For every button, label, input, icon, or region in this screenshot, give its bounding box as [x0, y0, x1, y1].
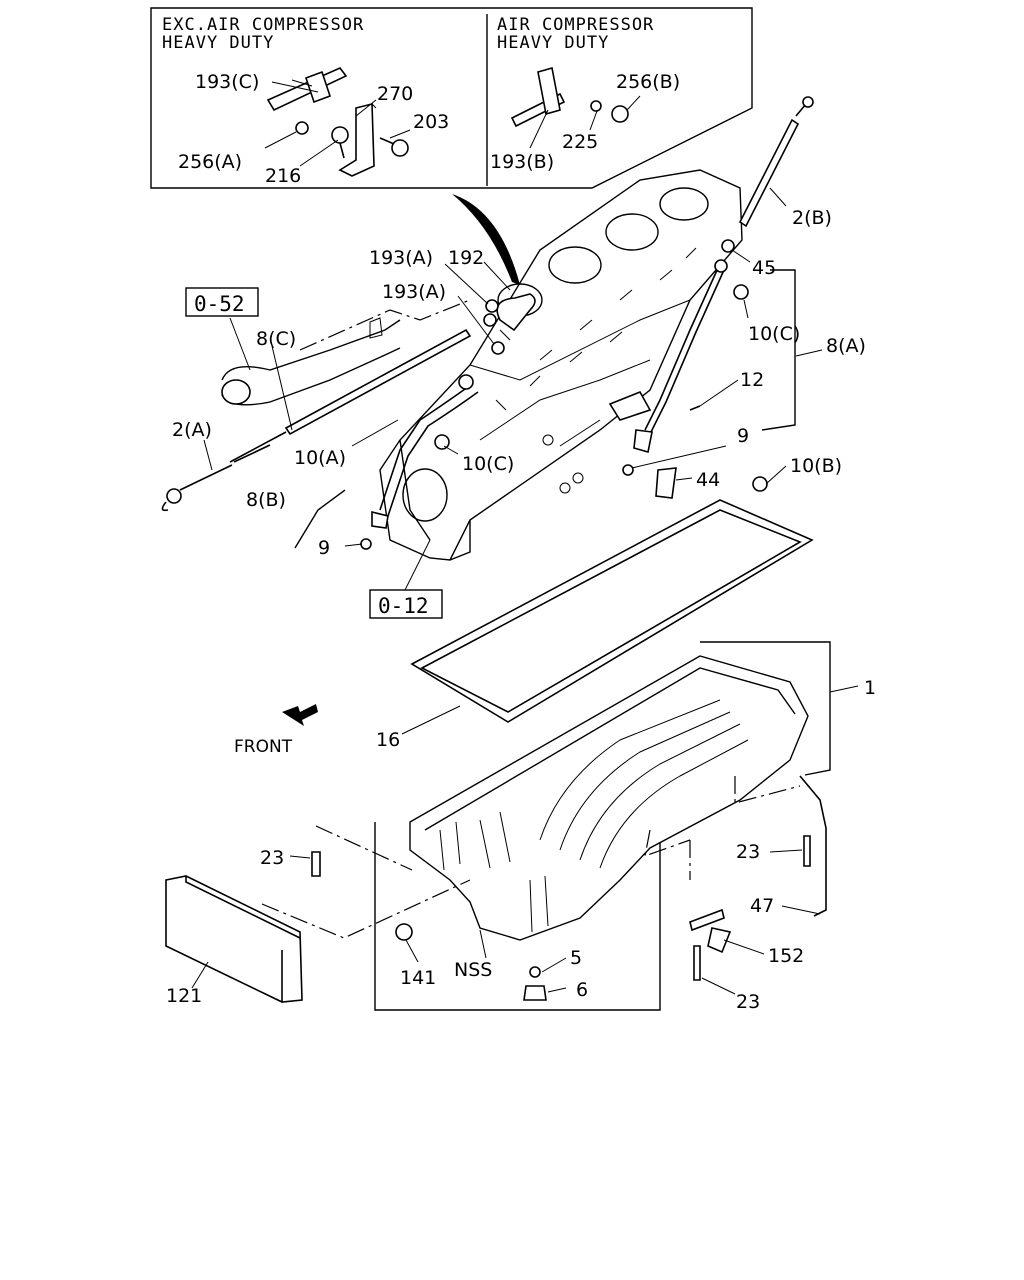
oil-pan-gasket	[410, 499, 814, 723]
breather-hose	[483, 293, 536, 355]
inset-right-title-line1: AIR COMPRESSOR	[497, 15, 654, 35]
callout-leaders	[191, 81, 859, 995]
callout-23c[interactable]: 23	[736, 991, 760, 1013]
ref-box-0-12[interactable]: 0-12	[378, 594, 429, 618]
callout-nss[interactable]: NSS	[454, 959, 492, 981]
inset-pointer-arrow	[452, 194, 520, 285]
oil-pan-callout-frame	[374, 822, 661, 1011]
callout-5[interactable]: 5	[570, 947, 582, 969]
callout-193a-2[interactable]: 193(A)	[382, 281, 446, 303]
ref-box-0-52[interactable]: 0-52	[194, 292, 245, 316]
dipstick-2b	[738, 96, 814, 228]
callout-10b[interactable]: 10(B)	[790, 455, 842, 477]
inset-right-clip-assembly	[510, 66, 641, 149]
inset-left-title-line1: EXC.AIR COMPRESSOR	[162, 15, 364, 35]
callout-8c[interactable]: 8(C)	[256, 328, 296, 350]
callout-203[interactable]: 203	[413, 111, 449, 133]
callout-6[interactable]: 6	[576, 979, 588, 1001]
callout-193b[interactable]: 193(B)	[490, 151, 554, 173]
dipstick-guide-and-level-gauge	[161, 328, 472, 512]
callout-121[interactable]: 121	[166, 985, 202, 1007]
ref-box-0-52-frame	[185, 287, 259, 317]
callout-2a[interactable]: 2(A)	[172, 419, 212, 441]
callout-2b[interactable]: 2(B)	[792, 207, 832, 229]
oil-pipe-8a	[608, 239, 768, 499]
callout-256a[interactable]: 256(A)	[178, 151, 242, 173]
inset-right-title-line2: HEAVY DUTY	[497, 33, 609, 53]
ref-box-0-12-frame	[369, 589, 443, 619]
callout-bracket-8a	[761, 269, 796, 431]
callout-47[interactable]: 47	[750, 895, 774, 917]
front-label: FRONT	[234, 737, 293, 757]
callout-45[interactable]: 45	[752, 257, 776, 279]
callout-10a[interactable]: 10(A)	[294, 447, 346, 469]
callout-16[interactable]: 16	[376, 729, 400, 751]
callout-23a[interactable]: 23	[260, 847, 284, 869]
cylinder-block	[379, 169, 743, 561]
callout-10c-2[interactable]: 10(C)	[462, 453, 514, 475]
oil-pan-fasteners	[311, 775, 827, 981]
callout-270[interactable]: 270	[377, 83, 413, 105]
callout-1[interactable]: 1	[864, 677, 876, 699]
callout-bracket-8b	[294, 489, 346, 549]
callout-9a[interactable]: 9	[737, 425, 749, 447]
inset-left-title-line2: HEAVY DUTY	[162, 33, 274, 53]
callout-193a-1[interactable]: 193(A)	[369, 247, 433, 269]
callout-labels: 193(C) 270 203 256(A) 216 256(B) 225 193…	[166, 71, 876, 1013]
oil-pipe-8b	[360, 374, 479, 550]
oil-pan	[395, 655, 809, 1001]
callout-9b[interactable]: 9	[318, 537, 330, 559]
callout-23b[interactable]: 23	[736, 841, 760, 863]
callout-141[interactable]: 141	[400, 967, 436, 989]
callout-12[interactable]: 12	[740, 369, 764, 391]
callout-216[interactable]: 216	[265, 165, 301, 187]
callout-152[interactable]: 152	[768, 945, 804, 967]
variant-inset-panel: EXC.AIR COMPRESSOR HEAVY DUTY AIR COMPRE…	[150, 7, 753, 189]
callout-225[interactable]: 225	[562, 131, 598, 153]
callout-8a[interactable]: 8(A)	[826, 335, 866, 357]
inset-left-clip-assembly	[264, 67, 411, 177]
callout-193c[interactable]: 193(C)	[195, 71, 259, 93]
callout-256b[interactable]: 256(B)	[616, 71, 680, 93]
callout-192[interactable]: 192	[448, 247, 484, 269]
callout-44[interactable]: 44	[696, 469, 720, 491]
front-direction-arrow	[282, 704, 318, 726]
oil-pan-cover-121	[165, 875, 303, 1003]
callout-8b[interactable]: 8(B)	[246, 489, 286, 511]
callout-10c-1[interactable]: 10(C)	[748, 323, 800, 345]
oil-feed-pipe	[221, 299, 471, 406]
